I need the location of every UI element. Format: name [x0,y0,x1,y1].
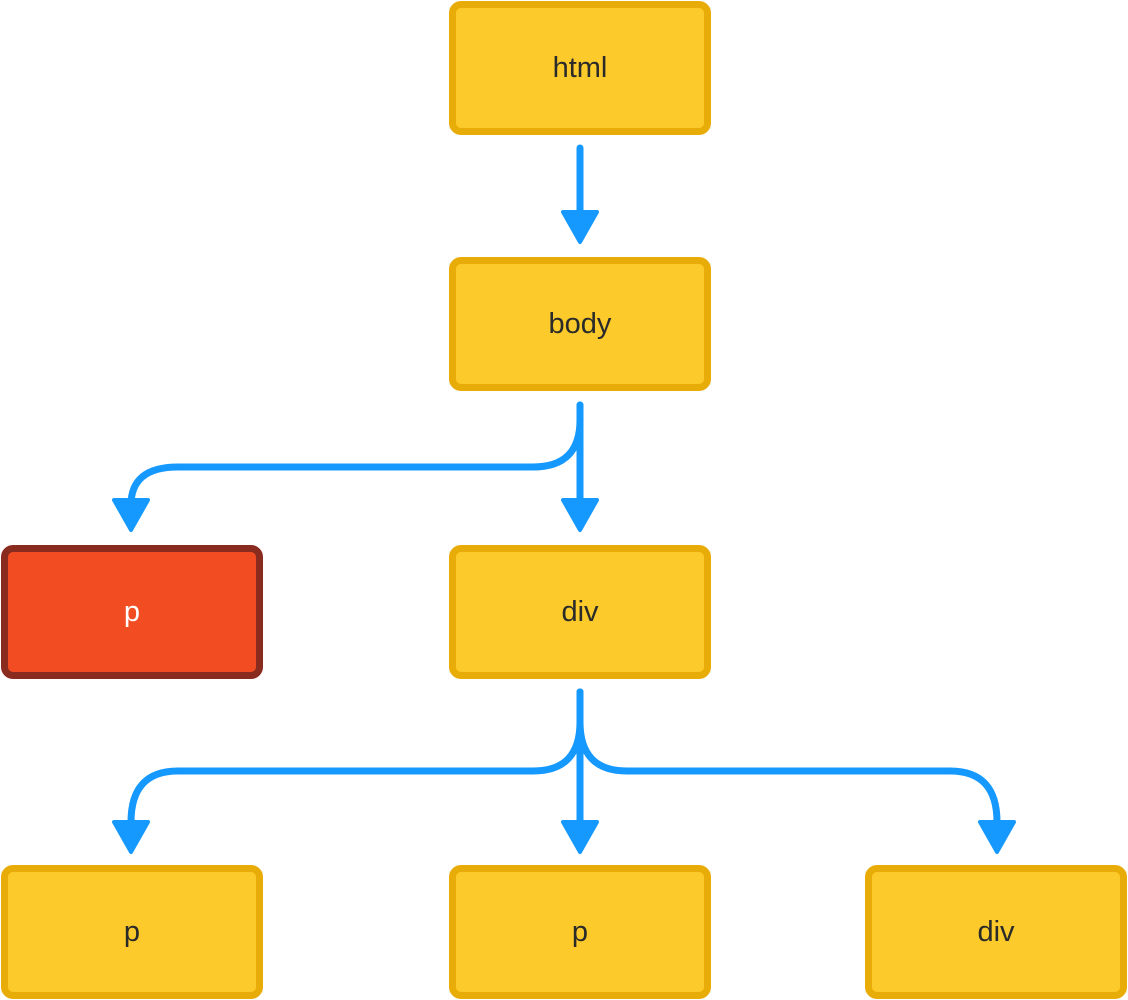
node-label: body [548,307,612,340]
node-label: p [571,915,589,948]
node-html: html [449,1,711,135]
node-p-left: p [1,865,263,999]
arrowhead-p-left [112,820,150,854]
node-label: div [977,915,1015,948]
arrowhead-p-center [561,820,599,854]
arrowhead-p-highlight [112,498,150,532]
node-p-center: p [449,865,711,999]
arrowhead-div [561,498,599,532]
node-div-right: div [865,865,1127,999]
node-p-highlighted: p [1,545,263,679]
node-label: p [123,595,141,628]
arrowhead-div-right [978,820,1016,854]
node-body: body [449,257,711,391]
arrowhead-body [561,210,599,244]
edge-body-p [127,401,584,509]
node-div: div [449,545,711,679]
edge-div-p-left [127,688,584,826]
edge-div-div-right [576,688,1001,826]
node-label: html [552,51,608,84]
node-label: div [561,595,599,628]
node-label: p [123,915,141,948]
